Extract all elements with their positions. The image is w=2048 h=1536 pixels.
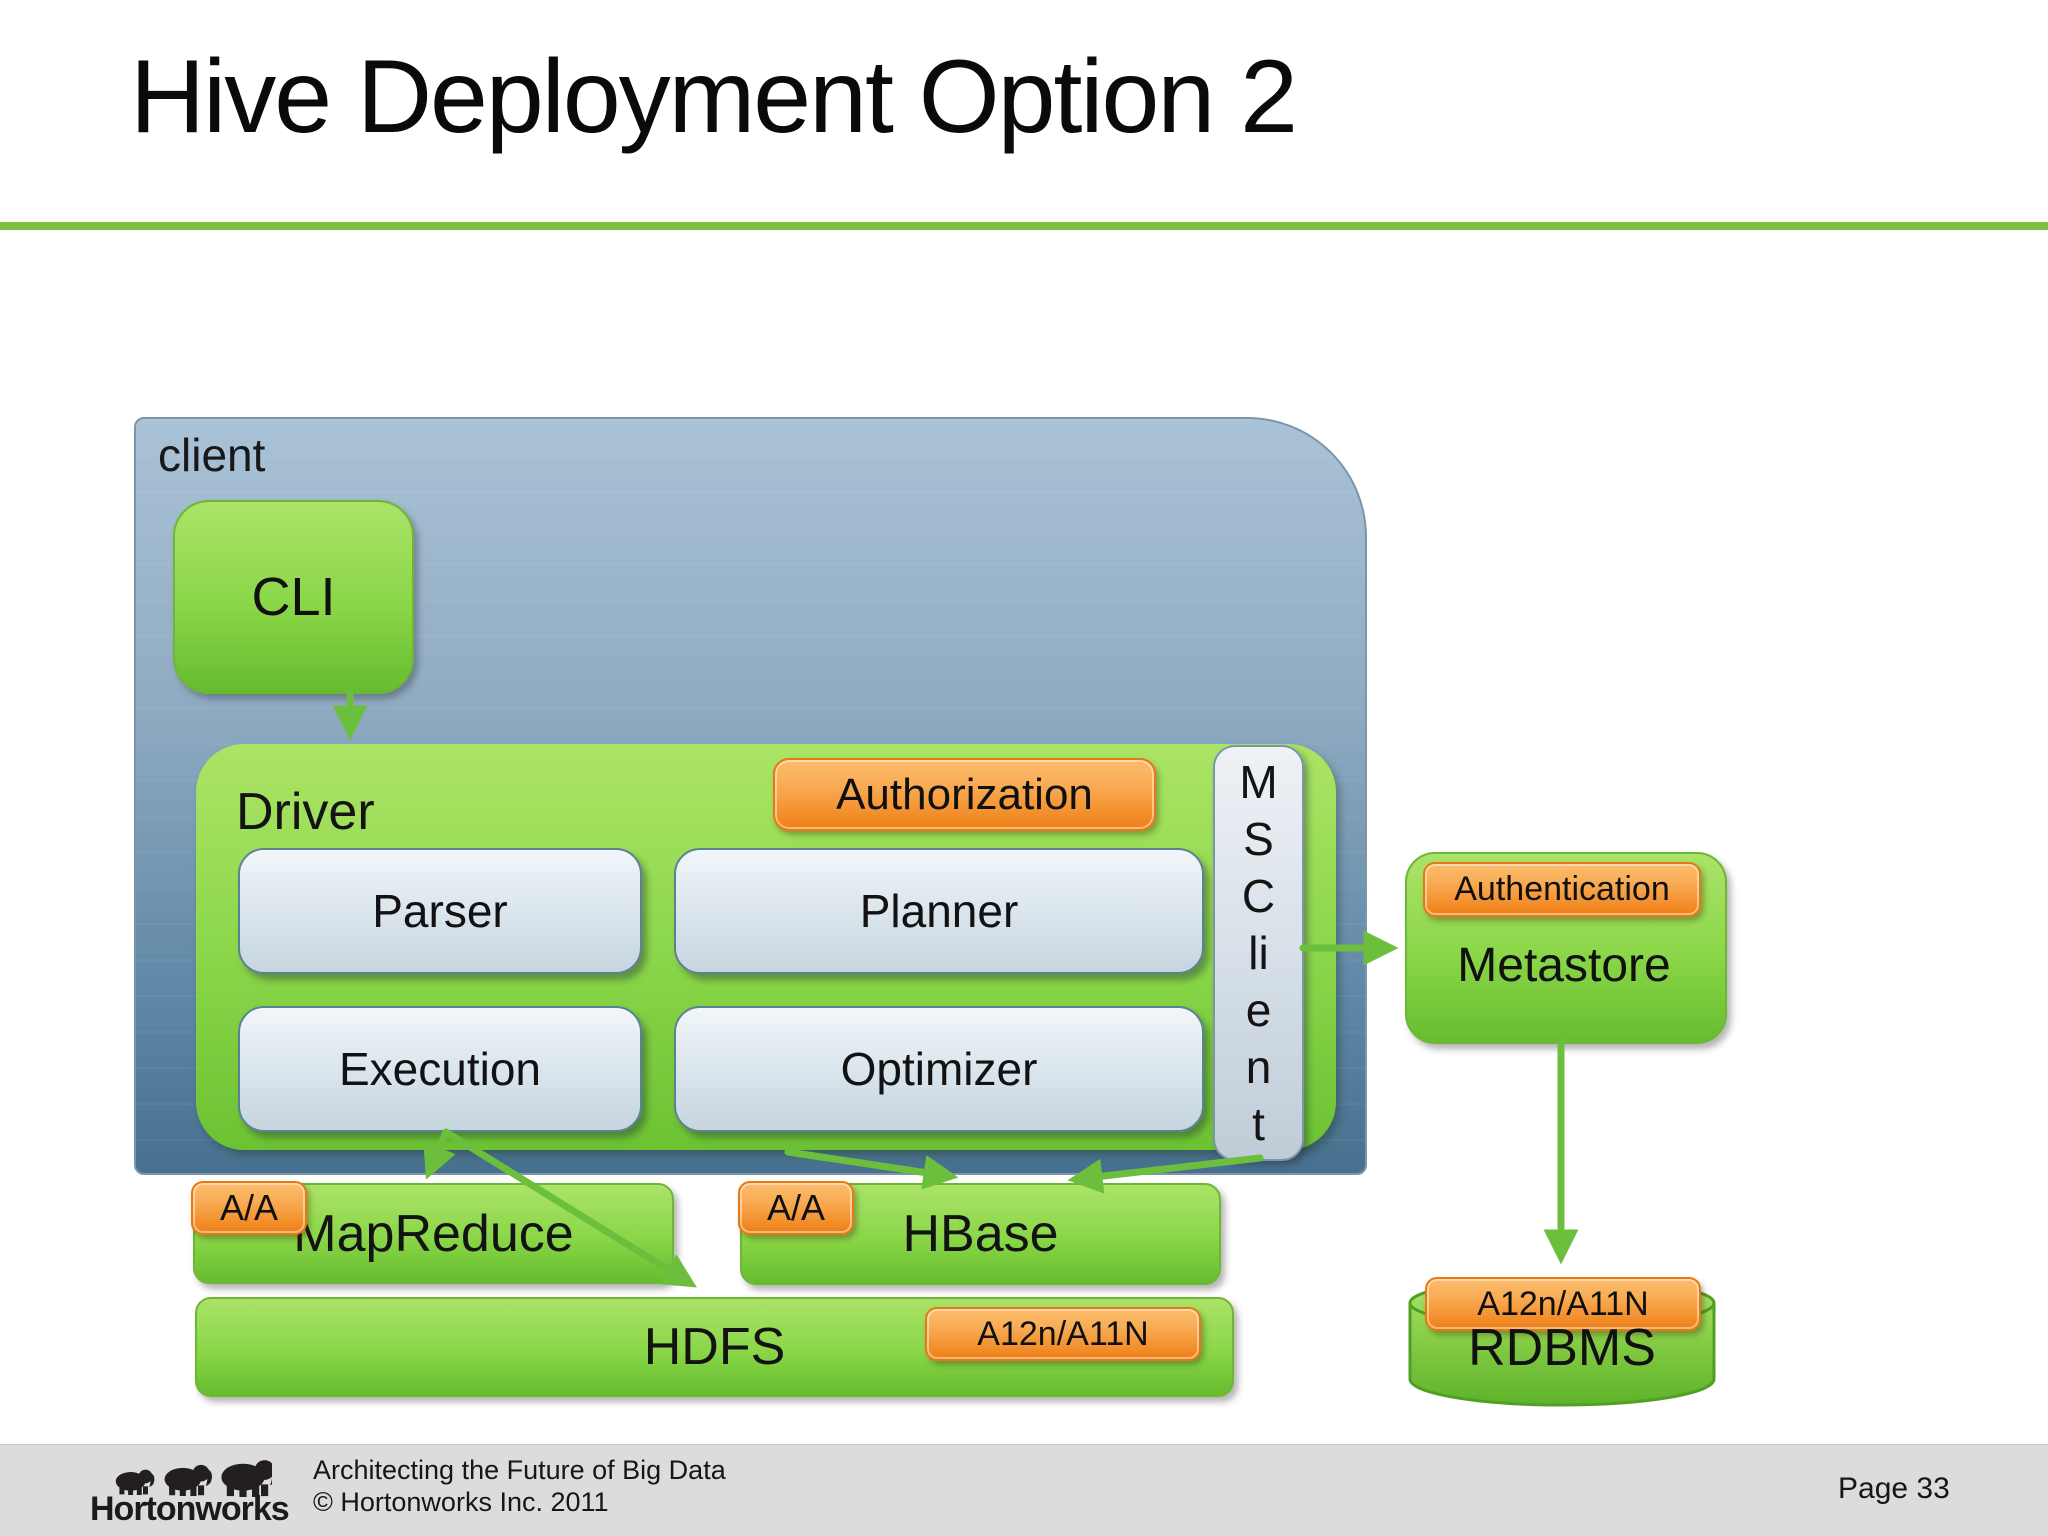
hortonworks-elephants-icon [112, 1450, 278, 1503]
hdfs-a12n-badge: A12n/A11N [925, 1307, 1201, 1361]
rdbms-a12n-badge: A12n/A11N [1425, 1277, 1701, 1331]
execution-label: Execution [338, 1043, 541, 1095]
planner-label: Planner [859, 885, 1019, 937]
hbase-aa-label: A/A [766, 1187, 826, 1228]
mapreduce-aa-badge: A/A [191, 1181, 307, 1235]
page-number: Page 33 [1838, 1472, 1950, 1505]
parser-node: Parser [238, 848, 642, 974]
parser-label: Parser [372, 885, 508, 937]
client-label: client [158, 429, 266, 481]
title-divider [0, 222, 2048, 230]
hortonworks-wordmark: Hortonworks [90, 1490, 290, 1528]
rdbms-a12n-label: A12n/A11N [1477, 1284, 1649, 1323]
hdfs-label: HDFS [643, 1318, 786, 1376]
mapreduce-label: MapReduce [293, 1204, 574, 1263]
msclient-line: M [1239, 755, 1278, 808]
optimizer-node: Optimizer [674, 1006, 1204, 1132]
hdfs-a12n-label: A12n/A11N [977, 1314, 1149, 1353]
driver-label: Driver [236, 783, 375, 841]
mapreduce-aa-label: A/A [219, 1187, 279, 1228]
msclient-line: e [1245, 983, 1272, 1036]
msclient-line: li [1248, 926, 1269, 979]
execution-node: Execution [238, 1006, 642, 1132]
msclient-line: n [1245, 1040, 1272, 1093]
footer-bar [0, 1444, 2048, 1536]
footer-tagline: Architecting the Future of Big Data [313, 1455, 726, 1485]
msclient-line: C [1241, 869, 1276, 922]
footer-copyright: © Hortonworks Inc. 2011 [313, 1487, 609, 1517]
optimizer-label: Optimizer [840, 1043, 1038, 1095]
hbase-label: HBase [902, 1205, 1059, 1263]
cli-label: CLI [251, 567, 336, 627]
page-title: Hive Deployment Option 2 [130, 39, 1298, 155]
authorization-label: Authorization [836, 769, 1093, 819]
authorization-badge: Authorization [773, 758, 1156, 831]
msclient-line: t [1252, 1097, 1265, 1150]
metastore-label: Metastore [1457, 939, 1671, 992]
cli-node: CLI [173, 500, 414, 694]
msclient-line: S [1243, 812, 1274, 865]
msclient-node: M S C li e n t [1213, 745, 1304, 1161]
authentication-label: Authentication [1454, 870, 1670, 908]
hbase-aa-badge: A/A [738, 1181, 854, 1235]
authentication-badge: Authentication [1423, 862, 1701, 917]
rdbms-label: RDBMS [1468, 1319, 1656, 1377]
planner-node: Planner [674, 848, 1204, 974]
